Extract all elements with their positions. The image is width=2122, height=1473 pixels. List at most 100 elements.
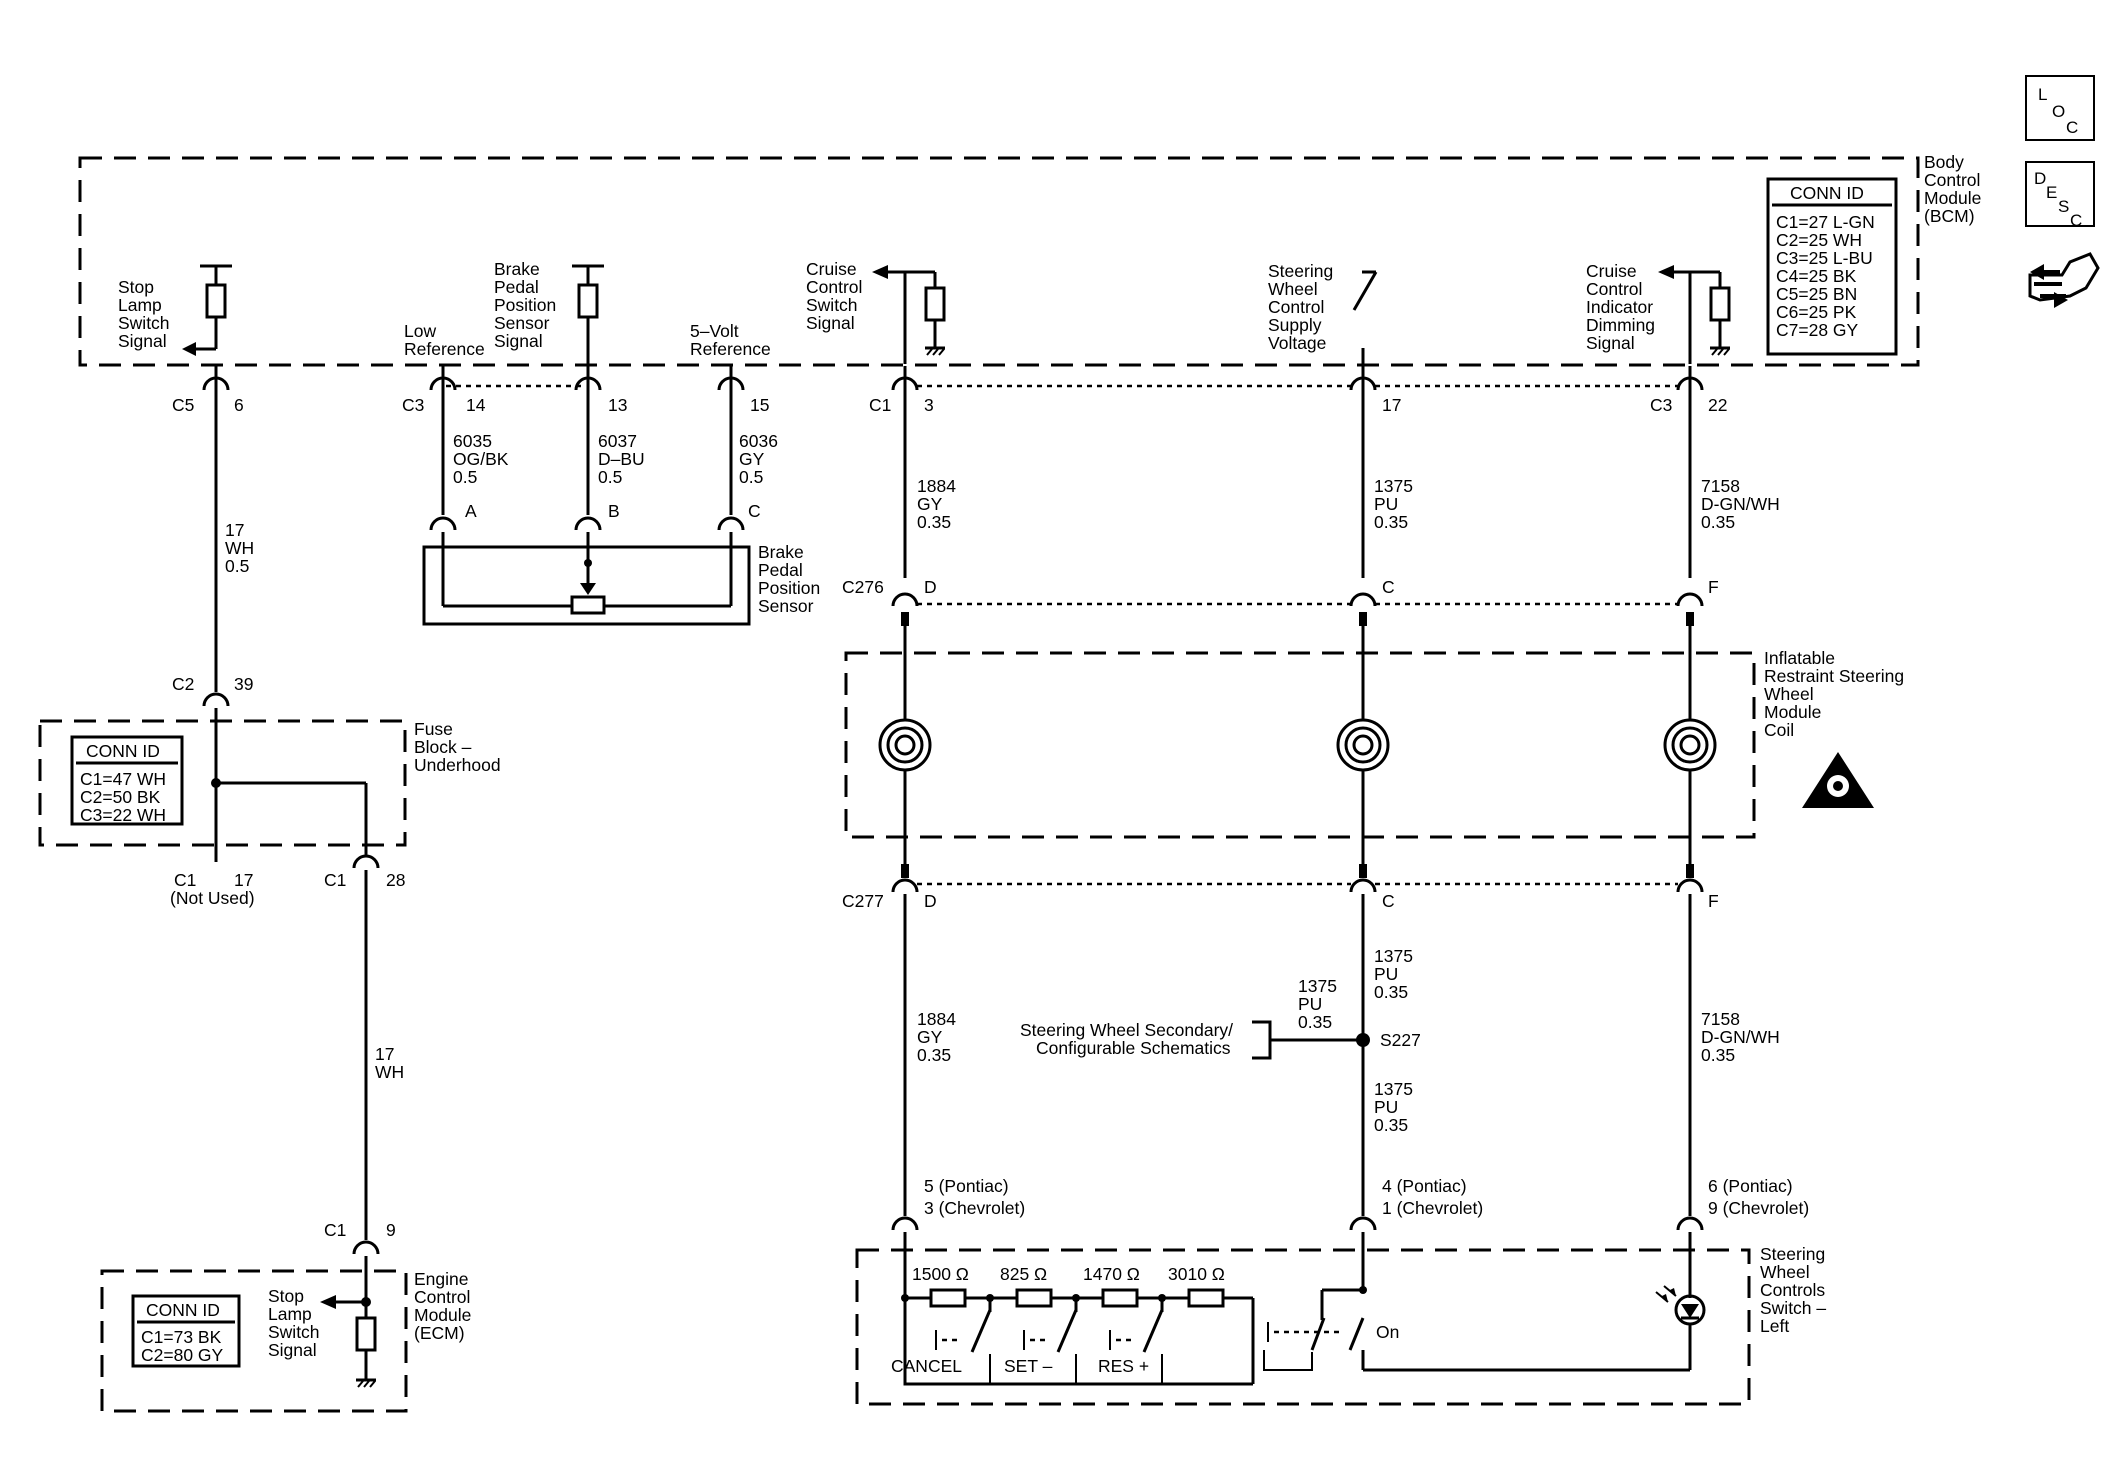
fuse-block-label: Fuse Block – Underhood (414, 719, 501, 775)
svg-text:6 (Pontiac): 6 (Pontiac) (1708, 1176, 1793, 1196)
svg-text:13: 13 (608, 395, 627, 415)
svg-text:CONN ID: CONN ID (1790, 183, 1864, 203)
svg-text:C1: C1 (324, 1220, 346, 1240)
svg-text:1375: 1375 (1298, 976, 1337, 996)
switch-common-return (903, 1298, 1253, 1386)
svg-text:S227: S227 (1380, 1030, 1421, 1050)
svg-text:Sensor: Sensor (494, 313, 550, 333)
svg-text:3 (Chevrolet): 3 (Chevrolet) (924, 1198, 1025, 1218)
res-switch: RES + (1098, 1298, 1164, 1376)
svg-text:OG/BK: OG/BK (453, 449, 509, 469)
svg-text:C5: C5 (172, 395, 194, 415)
svg-text:0.5: 0.5 (598, 467, 622, 487)
bcm-brake-sensor-input: Brake Pedal Position Sensor Signal Low R… (404, 259, 771, 364)
svg-text:Dimming: Dimming (1586, 315, 1655, 335)
svg-text:17: 17 (1382, 395, 1401, 415)
svg-text:Coil: Coil (1764, 720, 1794, 740)
svg-text:17: 17 (225, 520, 244, 540)
svg-text:Block –: Block – (414, 737, 472, 757)
svg-text:Cruise: Cruise (806, 259, 857, 279)
svg-text:C3: C3 (1650, 395, 1672, 415)
svg-text:6035: 6035 (453, 431, 492, 451)
svg-text:5–Volt: 5–Volt (690, 321, 739, 341)
svg-text:Position: Position (758, 578, 820, 598)
svg-text:PU: PU (1374, 1097, 1398, 1117)
svg-text:1375: 1375 (1374, 946, 1413, 966)
svg-text:Engine: Engine (414, 1269, 469, 1289)
svg-text:Steering: Steering (1760, 1244, 1825, 1264)
svg-text:1470 Ω: 1470 Ω (1083, 1264, 1140, 1284)
svg-text:C1=27 L-GN: C1=27 L-GN (1776, 212, 1875, 232)
svg-text:Control: Control (414, 1287, 470, 1307)
bcm-label: Body Control Module (BCM) (1924, 152, 1981, 226)
svg-text:0.35: 0.35 (917, 512, 951, 532)
svg-text:Signal: Signal (118, 331, 167, 351)
svg-text:Brake: Brake (494, 259, 540, 279)
svg-text:Control: Control (1924, 170, 1980, 190)
svg-text:0.35: 0.35 (1701, 512, 1735, 532)
svg-text:C2=25 WH: C2=25 WH (1776, 230, 1862, 250)
coil-left (878, 626, 932, 864)
svg-text:CANCEL: CANCEL (891, 1356, 962, 1376)
hand-pointer-icon[interactable] (2028, 252, 2100, 308)
svg-text:1375: 1375 (1374, 476, 1413, 496)
svg-text:GY: GY (917, 494, 943, 514)
steering-switch-label: Steering Wheel Controls Switch – Left (1760, 1244, 1826, 1336)
svg-text:Wheel: Wheel (1760, 1262, 1810, 1282)
svg-text:On: On (1376, 1322, 1399, 1342)
svg-text:O: O (2052, 102, 2065, 121)
loc-icon[interactable]: L O C (2025, 75, 2095, 141)
svg-text:Low: Low (404, 321, 436, 341)
svg-text:Signal: Signal (494, 331, 543, 351)
svg-text:C: C (1382, 577, 1395, 597)
desc-icon[interactable]: D E S C (2025, 161, 2095, 230)
brake-pedal-position-sensor: Brake Pedal Position Sensor (422, 532, 820, 626)
bcm-cruise-dimming-input: Cruise Control Indicator Dimming Signal (1586, 261, 1731, 364)
cancel-switch: CANCEL (891, 1298, 992, 1376)
connector-c276: C276 D C F (842, 577, 1719, 626)
svg-text:SET –: SET – (1004, 1356, 1053, 1376)
svg-text:Brake: Brake (758, 542, 804, 562)
svg-text:14: 14 (466, 395, 486, 415)
svg-text:Reference: Reference (690, 339, 771, 359)
svg-text:17: 17 (375, 1044, 394, 1064)
svg-text:D-GN/WH: D-GN/WH (1701, 1027, 1780, 1047)
svg-text:(ECM): (ECM) (414, 1323, 465, 1343)
svg-text:Steering Wheel Secondary/: Steering Wheel Secondary/ (1020, 1020, 1233, 1040)
svg-text:C1=47 WH: C1=47 WH (80, 769, 166, 789)
svg-text:Module: Module (1764, 702, 1821, 722)
fuse-block-boundary (38, 719, 407, 847)
svg-text:Indicator: Indicator (1586, 297, 1653, 317)
svg-text:Reference: Reference (404, 339, 485, 359)
svg-text:(BCM): (BCM) (1924, 206, 1975, 226)
svg-text:1500 Ω: 1500 Ω (912, 1264, 969, 1284)
svg-text:Lamp: Lamp (268, 1304, 312, 1324)
on-switch: On (1263, 1232, 1690, 1372)
svg-text:C: C (2070, 211, 2082, 230)
svg-text:(Not Used): (Not Used) (170, 888, 255, 908)
svg-text:0.35: 0.35 (1374, 512, 1408, 532)
svg-text:C1: C1 (869, 395, 891, 415)
svg-text:F: F (1708, 577, 1719, 597)
svg-text:RES +: RES + (1098, 1356, 1149, 1376)
svg-text:7158: 7158 (1701, 476, 1740, 496)
ecm-conn-id-table: CONN ID C1=73 BK C2=80 GY (131, 1294, 241, 1368)
svg-text:C1: C1 (324, 870, 346, 890)
svg-text:PU: PU (1374, 964, 1398, 984)
svg-text:C6=25 PK: C6=25 PK (1776, 302, 1857, 322)
bcm-cruise-switch-input: Cruise Control Switch Signal (806, 259, 946, 364)
svg-text:6036: 6036 (739, 431, 778, 451)
svg-text:L: L (2038, 85, 2047, 104)
svg-text:Configurable Schematics: Configurable Schematics (1036, 1038, 1231, 1058)
bcm-stop-lamp-input: Stop Lamp Switch Signal (118, 264, 232, 356)
svg-text:825 Ω: 825 Ω (1000, 1264, 1047, 1284)
brake-sensor-pins: A B C (429, 501, 761, 531)
svg-text:F: F (1708, 891, 1719, 911)
svg-text:Switch: Switch (806, 295, 858, 315)
resistor-ladder: 1500 Ω 825 Ω 1470 Ω 3010 Ω (901, 1232, 1255, 1384)
svg-text:0.35: 0.35 (1298, 1012, 1332, 1032)
svg-text:B: B (608, 501, 620, 521)
svg-text:Control: Control (1586, 279, 1642, 299)
airbag-warning-icon (1802, 752, 1874, 808)
secondary-schematic-reference[interactable]: Steering Wheel Secondary/ Configurable S… (1020, 1020, 1233, 1058)
